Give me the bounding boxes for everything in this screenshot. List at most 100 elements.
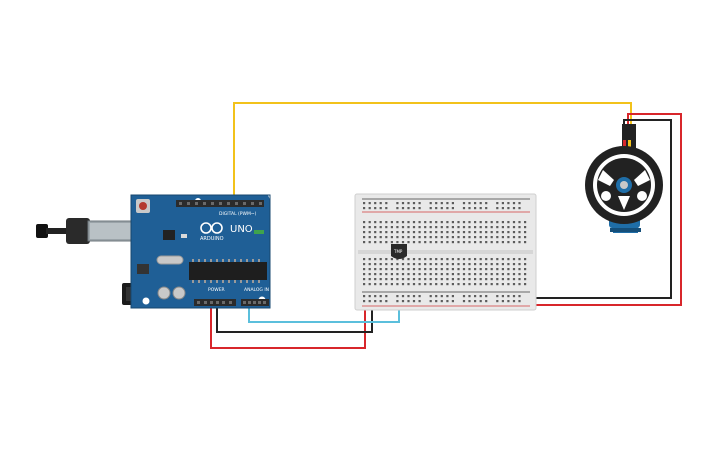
breadboard-hole[interactable] [485, 231, 488, 234]
breadboard-hole[interactable] [446, 221, 449, 224]
breadboard-hole[interactable] [407, 236, 410, 239]
breadboard-hole[interactable] [368, 300, 371, 303]
breadboard-hole[interactable] [474, 226, 477, 229]
breadboard-hole[interactable] [368, 202, 371, 205]
breadboard-hole[interactable] [457, 221, 460, 224]
breadboard-hole[interactable] [496, 241, 499, 244]
breadboard-hole[interactable] [424, 283, 427, 286]
breadboard-hole[interactable] [457, 268, 460, 271]
breadboard-hole[interactable] [412, 268, 416, 271]
breadboard-hole[interactable] [446, 236, 449, 239]
breadboard-hole[interactable] [474, 300, 477, 303]
breadboard-hole[interactable] [429, 236, 432, 239]
breadboard-hole[interactable] [479, 231, 482, 234]
breadboard-hole[interactable] [512, 221, 516, 224]
breadboard-hole[interactable] [429, 273, 432, 276]
arduino-board[interactable]: DIGITAL (PWM~) ARDUINO UNO POWER ANALOG … [36, 194, 271, 309]
breadboard-hole[interactable] [440, 268, 443, 271]
breadboard-hole[interactable] [446, 231, 449, 234]
breadboard-hole[interactable] [451, 236, 454, 239]
breadboard-hole[interactable] [474, 236, 477, 239]
breadboard-hole[interactable] [512, 241, 516, 244]
breadboard-hole[interactable] [501, 226, 504, 229]
breadboard-hole[interactable] [385, 226, 388, 229]
breadboard-hole[interactable] [412, 273, 416, 276]
breadboard-hole[interactable] [440, 221, 443, 224]
breadboard-hole[interactable] [496, 273, 499, 276]
breadboard-hole[interactable] [501, 241, 504, 244]
breadboard-hole[interactable] [507, 278, 510, 281]
breadboard-hole[interactable] [435, 283, 438, 286]
breadboard-hole[interactable] [379, 231, 382, 234]
breadboard-hole[interactable] [468, 241, 471, 244]
breadboard-hole[interactable] [496, 221, 499, 224]
breadboard-hole[interactable] [385, 202, 388, 205]
breadboard-hole[interactable] [418, 295, 421, 298]
breadboard-hole[interactable] [462, 207, 466, 210]
breadboard-hole[interactable] [396, 231, 399, 234]
breadboard-hole[interactable] [507, 300, 510, 303]
breadboard-hole[interactable] [390, 236, 393, 239]
breadboard-hole[interactable] [412, 202, 416, 205]
breadboard-hole[interactable] [485, 273, 488, 276]
breadboard-hole[interactable] [407, 202, 410, 205]
breadboard-hole[interactable] [518, 273, 521, 276]
breadboard-hole[interactable] [474, 221, 477, 224]
breadboard-hole[interactable] [390, 283, 393, 286]
breadboard-hole[interactable] [412, 295, 416, 298]
breadboard-hole[interactable] [396, 295, 399, 298]
breadboard-hole[interactable] [418, 273, 421, 276]
breadboard-hole[interactable] [485, 295, 488, 298]
breadboard-hole[interactable] [457, 263, 460, 266]
breadboard-hole[interactable] [451, 268, 454, 271]
breadboard-hole[interactable] [496, 258, 499, 261]
breadboard-hole[interactable] [507, 268, 510, 271]
breadboard-hole[interactable] [440, 241, 443, 244]
breadboard-hole[interactable] [418, 202, 421, 205]
breadboard-hole[interactable] [424, 231, 427, 234]
breadboard-hole[interactable] [479, 202, 482, 205]
breadboard-hole[interactable] [507, 241, 510, 244]
breadboard-hole[interactable] [374, 202, 377, 205]
breadboard-hole[interactable] [457, 226, 460, 229]
breadboard-hole[interactable] [518, 202, 521, 205]
breadboard-hole[interactable] [401, 258, 405, 261]
breadboard-hole[interactable] [479, 207, 482, 210]
breadboard-hole[interactable] [385, 231, 388, 234]
breadboard-hole[interactable] [368, 268, 371, 271]
breadboard-hole[interactable] [468, 300, 471, 303]
breadboard-hole[interactable] [368, 241, 371, 244]
breadboard-hole[interactable] [374, 263, 377, 266]
breadboard-hole[interactable] [485, 300, 488, 303]
breadboard-hole[interactable] [429, 278, 432, 281]
breadboard-hole[interactable] [496, 278, 499, 281]
breadboard-hole[interactable] [501, 221, 504, 224]
breadboard-hole[interactable] [501, 283, 504, 286]
breadboard-hole[interactable] [446, 295, 449, 298]
breadboard-hole[interactable] [396, 263, 399, 266]
breadboard-hole[interactable] [468, 278, 471, 281]
breadboard-hole[interactable] [518, 278, 521, 281]
breadboard-hole[interactable] [407, 295, 410, 298]
breadboard-hole[interactable] [412, 226, 416, 229]
breadboard-hole[interactable] [468, 268, 471, 271]
breadboard-hole[interactable] [507, 226, 510, 229]
breadboard-hole[interactable] [451, 207, 454, 210]
breadboard-hole[interactable] [379, 300, 382, 303]
breadboard-hole[interactable] [446, 241, 449, 244]
breadboard-hole[interactable] [501, 207, 504, 210]
breadboard-hole[interactable] [407, 226, 410, 229]
breadboard-hole[interactable] [418, 221, 421, 224]
breadboard-hole[interactable] [418, 231, 421, 234]
breadboard-hole[interactable] [468, 231, 471, 234]
breadboard-hole[interactable] [385, 283, 388, 286]
breadboard-hole[interactable] [518, 300, 521, 303]
breadboard-hole[interactable] [462, 300, 466, 303]
breadboard-hole[interactable] [490, 236, 493, 239]
breadboard-hole[interactable] [501, 202, 504, 205]
breadboard-hole[interactable] [512, 283, 516, 286]
breadboard-hole[interactable] [507, 236, 510, 239]
breadboard-hole[interactable] [435, 295, 438, 298]
breadboard-hole[interactable] [407, 241, 410, 244]
breadboard-hole[interactable] [496, 263, 499, 266]
